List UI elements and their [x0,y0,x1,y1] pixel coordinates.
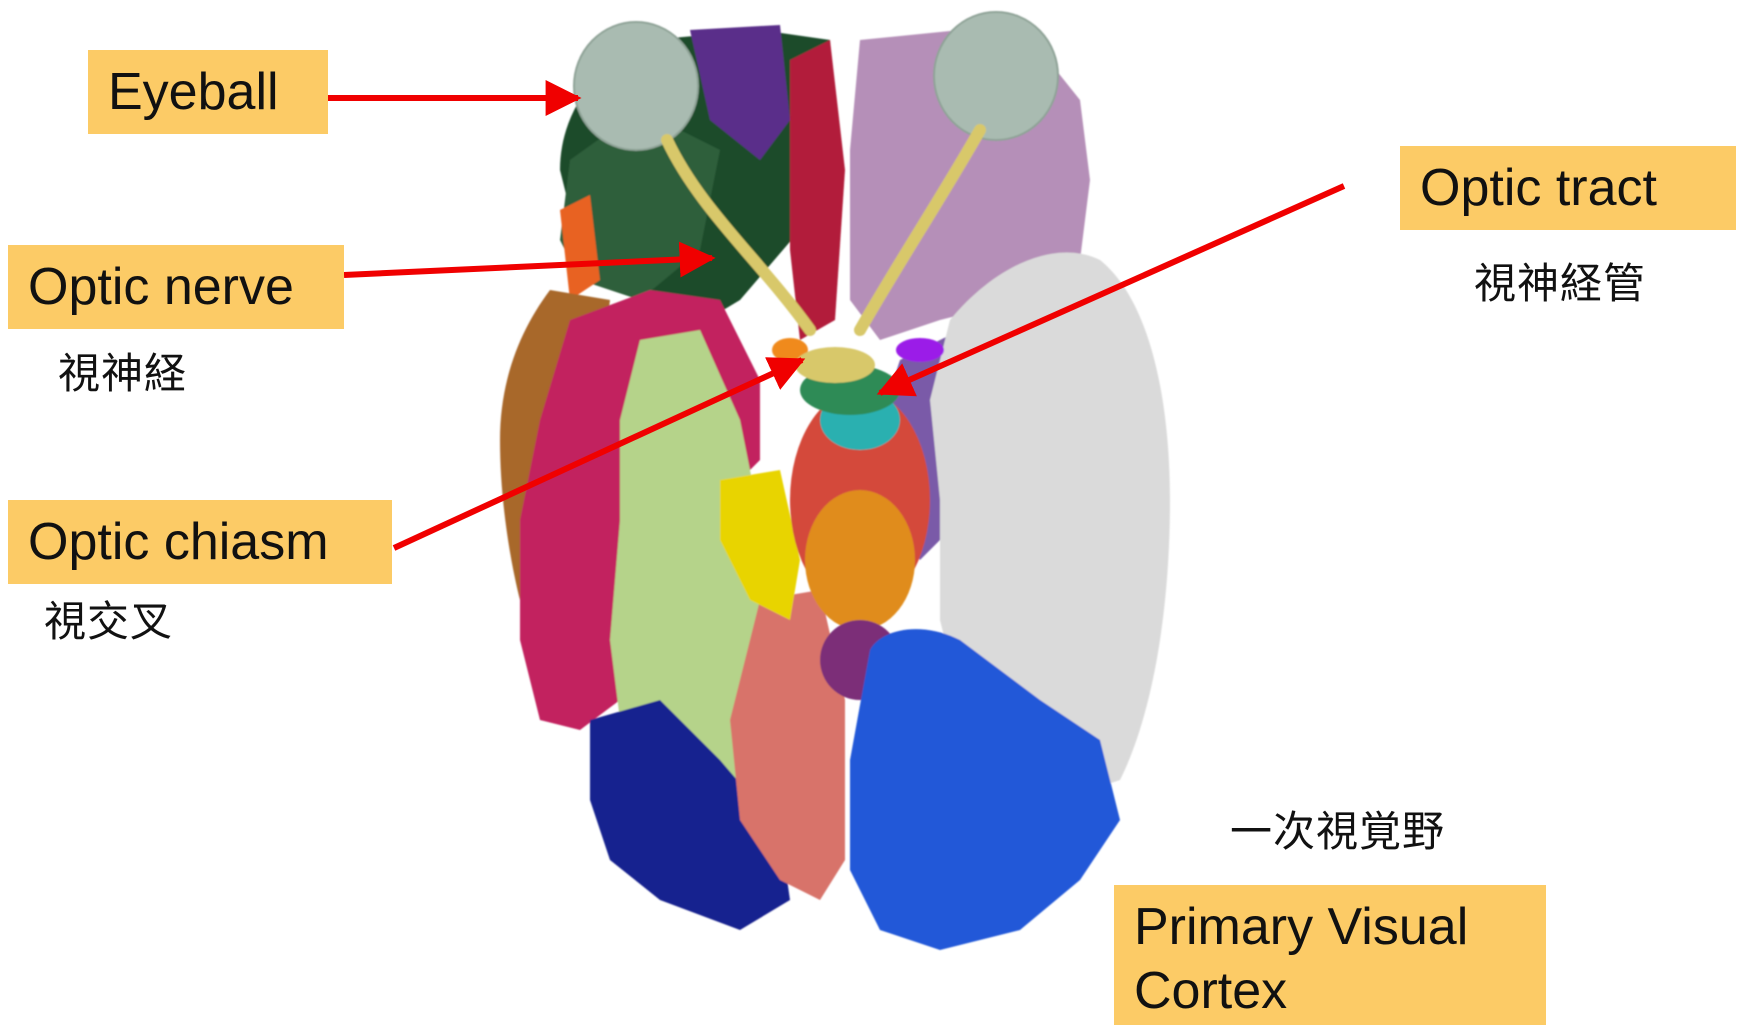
eyeball-label: Eyeball [108,63,279,121]
optic-tract-jp-label: 視神経管 [1474,260,1646,308]
optic-chiasm-jp-label: 視交叉 [44,598,173,646]
left-eyeball [574,22,698,150]
optic-tract-label: Optic tract [1420,159,1657,217]
optic-nerve-label-box: Optic nerve [8,245,344,329]
optic-chiasm-label: Optic chiasm [28,513,329,571]
primary-visual-cortex-label-box: Primary Visual Cortex [1114,885,1546,1025]
right-eyeball [934,12,1058,140]
optic-tract-label-box: Optic tract [1400,146,1736,230]
optic-chiasm-label-box: Optic chiasm [8,500,392,584]
optic-nerve-jp-label: 視神経 [58,350,187,398]
primary-visual-cortex-label-line2: Cortex [1134,959,1526,1023]
brain-illustration [500,12,1170,950]
optic-nerve-label: Optic nerve [28,258,294,316]
primary-visual-cortex-label-line1: Primary Visual [1134,895,1526,959]
optic-chiasm-shape [795,347,875,383]
midline-gyrus-left [790,40,845,340]
primary-visual-cortex-jp-label: 一次視覚野 [1230,808,1445,856]
eyeball-label-box: Eyeball [88,50,328,134]
